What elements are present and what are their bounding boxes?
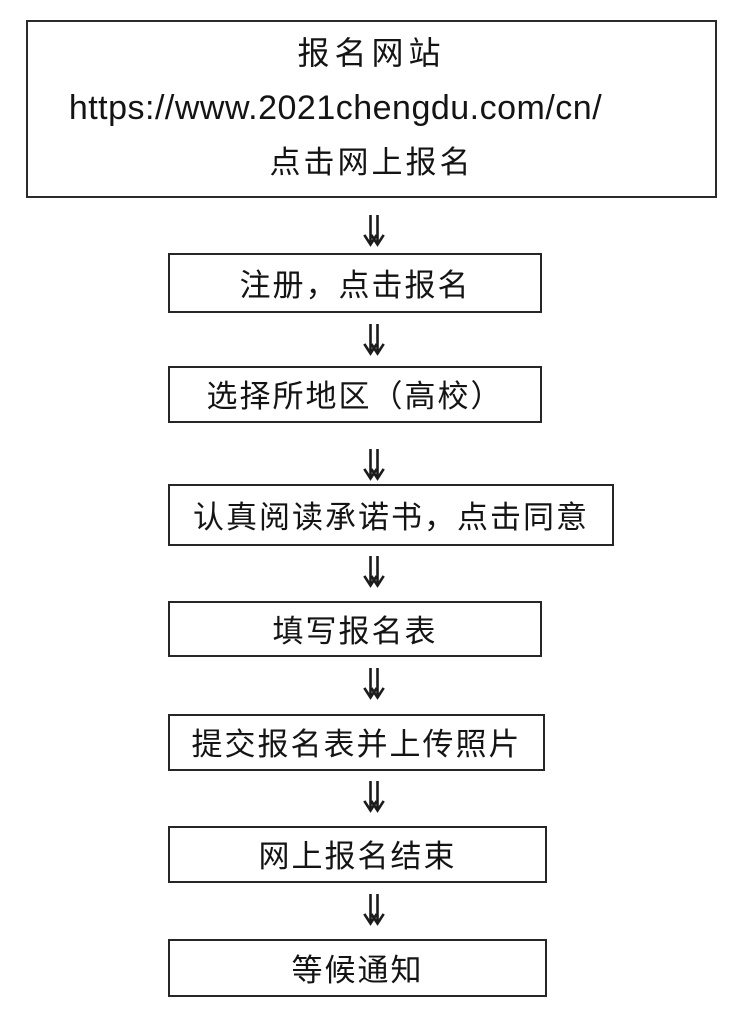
double-down-arrow-icon <box>359 781 389 815</box>
flow-step-wait-notice-box: 等候通知 <box>168 939 547 997</box>
double-down-arrow-icon <box>359 556 389 590</box>
double-down-arrow-icon <box>359 449 389 483</box>
flow-step-read-agreement-box: 认真阅读承诺书，点击同意 <box>168 484 614 546</box>
header-title: 报名网站 <box>297 35 446 71</box>
flow-step-label: 选择所地区（高校） <box>206 379 504 414</box>
double-down-arrow-icon <box>359 894 389 928</box>
flow-step-submit-upload-box: 提交报名表并上传照片 <box>168 714 545 771</box>
double-down-arrow-icon <box>359 324 389 358</box>
flow-step-label: 填写报名表 <box>272 613 438 649</box>
flow-step-label: 提交报名表并上传照片 <box>191 727 522 762</box>
flow-step-label: 等候通知 <box>291 952 424 988</box>
flow-step-label: 注册，点击报名 <box>239 267 471 303</box>
header-subtitle: 点击网上报名 <box>269 145 474 180</box>
flow-step-register-box: 注册，点击报名 <box>168 253 542 313</box>
flow-step-label: 网上报名结束 <box>258 839 457 874</box>
header-box: 报名网站 https://www.2021chengdu.com/cn/ 点击网… <box>26 20 717 198</box>
flow-step-select-region-box: 选择所地区（高校） <box>168 366 542 423</box>
double-down-arrow-icon <box>359 668 389 702</box>
flow-step-fill-form-box: 填写报名表 <box>168 601 542 657</box>
flow-step-registration-end-box: 网上报名结束 <box>168 826 547 883</box>
registration-url: https://www.2021chengdu.com/cn/ <box>68 89 603 127</box>
double-down-arrow-icon <box>359 215 389 249</box>
flow-step-label: 认真阅读承诺书，点击同意 <box>193 499 589 535</box>
